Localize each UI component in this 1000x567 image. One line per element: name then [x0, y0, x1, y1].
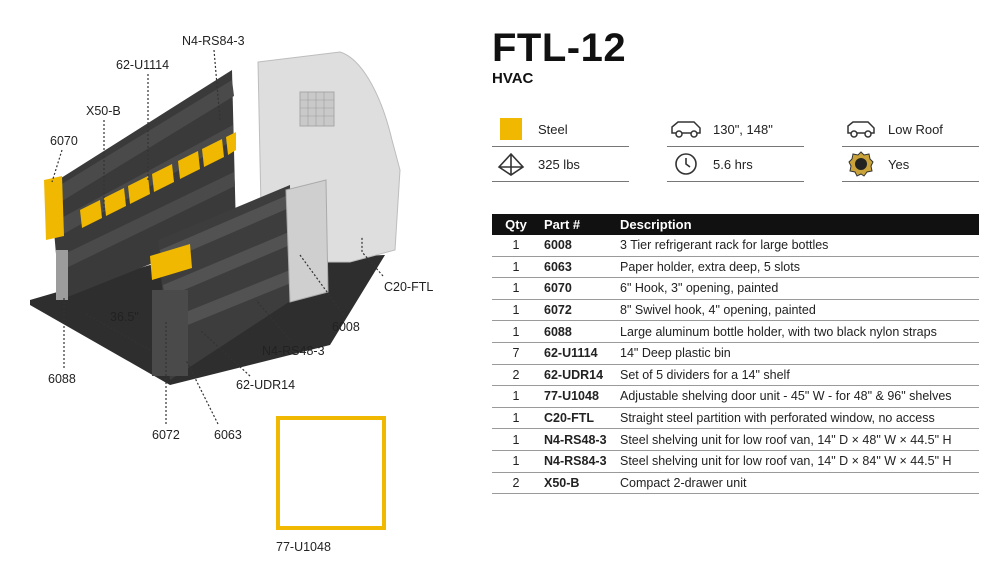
callout-x50-b: X50-B [86, 104, 121, 118]
cell-qty: 7 [492, 342, 540, 365]
cell-part-number: C20-FTL [540, 407, 616, 430]
cell-part-number: 77-U1048 [540, 385, 616, 408]
front-shelving-unit [158, 185, 292, 380]
paper-holder [152, 290, 188, 376]
refrigerant-rack [285, 179, 329, 303]
callout-n4-rs48-3: N4-RS48-3 [262, 344, 325, 358]
cell-part-number: N4-RS48-3 [540, 428, 616, 451]
product-title: FTL-12 [492, 26, 627, 70]
spec-weight-label: 325 lbs [538, 156, 580, 172]
product-subtitle: HVAC [492, 70, 534, 87]
cell-part-number: 6088 [540, 320, 616, 343]
spec-wheelbase: 130", 148" [667, 112, 804, 147]
inset-label: 77-U1048 [276, 540, 331, 554]
van-low-roof-icon [842, 119, 880, 139]
cell-qty: 1 [492, 320, 540, 343]
spec-roof: Low Roof [842, 112, 979, 147]
cell-part-number: 62-U1114 [540, 342, 616, 365]
spec-weight: 325 lbs [492, 147, 629, 182]
callout-6072: 6072 [152, 428, 180, 442]
spec-wheelbase-label: 130", 148" [713, 121, 773, 137]
spec-roof-label: Low Roof [888, 121, 943, 137]
header-part: Part # [540, 214, 616, 235]
spec-material: Steel [492, 112, 629, 147]
hook-6070 [44, 176, 64, 240]
cell-description: Steel shelving unit for low roof van, 14… [616, 428, 979, 451]
cell-part-number: X50-B [540, 472, 616, 495]
spec-material-label: Steel [538, 121, 568, 137]
cell-description: 14" Deep plastic bin [616, 342, 979, 365]
cell-part-number: N4-RS84-3 [540, 450, 616, 473]
callout-n4-rs84-3: N4-RS84-3 [182, 34, 245, 48]
cell-description: Straight steel partition with perforated… [616, 407, 979, 430]
weight-icon [492, 151, 530, 177]
cell-description: 8" Swivel hook, 4" opening, painted [616, 299, 979, 322]
cell-qty: 2 [492, 364, 540, 387]
header-qty: Qty [492, 214, 540, 235]
cell-qty: 1 [492, 299, 540, 322]
cell-qty: 1 [492, 277, 540, 300]
cell-description: Paper holder, extra deep, 5 slots [616, 256, 979, 279]
cell-qty: 1 [492, 450, 540, 473]
cell-description: 6" Hook, 3" opening, painted [616, 277, 979, 300]
cell-qty: 1 [492, 385, 540, 408]
cell-description: Large aluminum bottle holder, with two b… [616, 320, 979, 343]
cell-part-number: 6070 [540, 277, 616, 300]
callout-62-udr14: 62-UDR14 [236, 378, 296, 392]
callout-6088: 6088 [48, 372, 76, 386]
header-description: Description [616, 214, 979, 235]
spec-install-time-label: 5.6 hrs [713, 156, 753, 172]
cell-part-number: 6063 [540, 256, 616, 279]
partition-window [299, 91, 335, 127]
van-side-icon [667, 119, 705, 139]
cell-part-number: 6072 [540, 299, 616, 322]
cell-part-number: 6008 [540, 235, 616, 257]
cell-qty: 2 [492, 472, 540, 495]
spec-certified: Yes [842, 147, 979, 182]
dimension-label: 36.5" [110, 310, 139, 324]
spec-install-time: 5.6 hrs [667, 147, 804, 182]
cell-description: Compact 2-drawer unit [616, 472, 979, 495]
cell-description: 3 Tier refrigerant rack for large bottle… [616, 235, 979, 257]
plastic-bins [80, 132, 236, 228]
clock-icon [667, 151, 705, 177]
inset-frame [276, 416, 386, 530]
swivel-hook [150, 244, 192, 280]
callout-6070: 6070 [50, 134, 78, 148]
color-swatch-icon [492, 118, 530, 140]
van-shelving-illustration: N4-RS84-3 62-U1114 X50-B 6070 36.5" C20-… [0, 0, 470, 567]
callout-62-u1114: 62-U1114 [116, 58, 170, 72]
callout-6063: 6063 [214, 428, 242, 442]
cell-qty: 1 [492, 407, 540, 430]
cell-qty: 1 [492, 256, 540, 279]
cell-qty: 1 [492, 428, 540, 451]
table-header-row: Qty Part # Description [492, 214, 979, 235]
van-interior-drawing [30, 49, 401, 505]
cell-description: Set of 5 dividers for a 14" shelf [616, 364, 979, 387]
cell-description: Steel shelving unit for low roof van, 14… [616, 450, 979, 473]
callout-6008: 6008 [332, 320, 360, 334]
cell-description: Adjustable shelving door unit - 45" W - … [616, 385, 979, 408]
callout-c20-ftl: C20-FTL [384, 280, 434, 294]
certified-seal-icon [842, 151, 880, 177]
spec-certified-label: Yes [888, 156, 910, 172]
bottle-holder [56, 250, 68, 300]
cell-qty: 1 [492, 235, 540, 257]
cell-part-number: 62-UDR14 [540, 364, 616, 387]
